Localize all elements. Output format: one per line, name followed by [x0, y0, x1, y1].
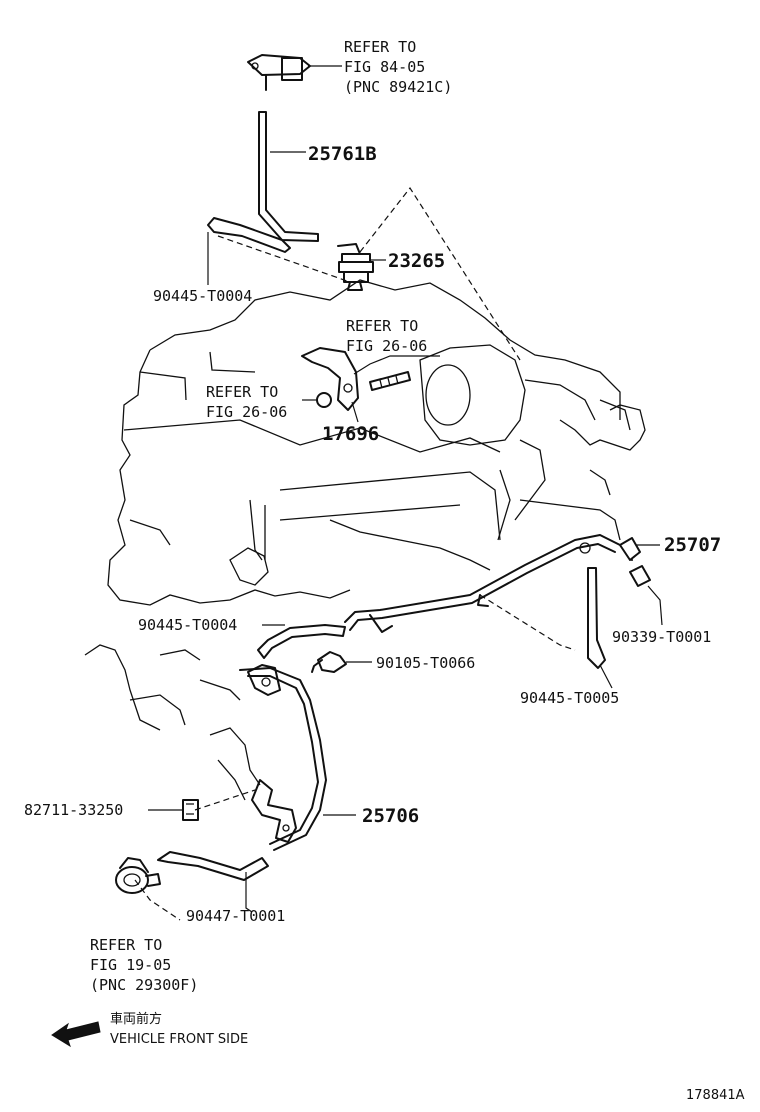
- hose-90445-t0005: [587, 567, 606, 669]
- part-90445-t0005[interactable]: 90445-T0005: [520, 689, 619, 707]
- refer-label: REFER TO: [346, 317, 418, 335]
- refer-label: REFER TO: [90, 936, 162, 954]
- direction-japanese: 車両前方: [110, 1011, 162, 1027]
- vacuum-pipe-25707-inner: [349, 543, 616, 631]
- part-90445-t0004-mid[interactable]: 90445-T0004: [138, 616, 237, 634]
- hose-90445-t0004-mid: [257, 624, 346, 659]
- vacuum-hose-25761b: [258, 111, 319, 242]
- part-90447-t0001[interactable]: 90447-T0001: [186, 907, 285, 925]
- refer-fig-label: FIG 26-06: [206, 403, 287, 421]
- part-23265[interactable]: 23265: [388, 250, 445, 272]
- part-25706[interactable]: 25706: [362, 805, 419, 827]
- hose-90339-t0001: [629, 565, 651, 587]
- vehicle-front-indicator: 車両前方 VEHICLE FRONT SIDE: [51, 1011, 248, 1048]
- refer-fig-84-05[interactable]: REFER TO FIG 84-05 (PNC 89421C): [344, 38, 452, 96]
- refer-label: REFER TO: [206, 383, 278, 401]
- hose-90445-t0004-top: [207, 217, 291, 253]
- vacuum-valve-icon: [337, 243, 374, 291]
- arrow-left-icon: [51, 1021, 101, 1048]
- stud-bolt-icon: [369, 371, 411, 391]
- nut-icon: [316, 392, 332, 408]
- refer-label: REFER TO: [344, 38, 416, 56]
- part-90339-t0001[interactable]: 90339-T0001: [612, 628, 711, 646]
- part-90105-t0066[interactable]: 90105-T0066: [376, 654, 475, 672]
- refer-fig-label: FIG 19-05: [90, 956, 171, 974]
- clamp-icon: [182, 799, 199, 821]
- refer-fig-26-06-b[interactable]: REFER TO FIG 26-06: [206, 383, 287, 421]
- figure-id: 178841A: [686, 1088, 745, 1103]
- leader-lines: [148, 65, 663, 913]
- refer-fig-26-06-a[interactable]: REFER TO FIG 26-06: [346, 317, 427, 355]
- vsv-actuator-icon: [115, 857, 161, 894]
- pressure-sensor-icon: [247, 54, 311, 91]
- pipe-stub: [477, 594, 489, 607]
- pipe-clip: [369, 614, 393, 633]
- bolt-icon: [311, 651, 347, 673]
- part-82711-33250[interactable]: 82711-33250: [24, 801, 123, 819]
- hose-90447-t0001: [157, 851, 269, 881]
- hose-end-25707: [619, 537, 641, 561]
- direction-english: VEHICLE FRONT SIDE: [110, 1032, 248, 1047]
- part-17696[interactable]: 17696: [322, 423, 379, 445]
- part-25761b[interactable]: 25761B: [308, 143, 377, 165]
- bracket-17696-icon: [301, 347, 359, 411]
- part-25707[interactable]: 25707: [664, 534, 721, 556]
- part-90445-t0004-top[interactable]: 90445-T0004: [153, 287, 252, 305]
- refer-pnc-label: (PNC 29300F): [90, 976, 198, 994]
- vacuum-pipe-25707: [344, 534, 633, 623]
- vacuum-pipe-25706: [239, 664, 327, 851]
- engine-outline: [84, 279, 646, 801]
- refer-fig-label: FIG 26-06: [346, 337, 427, 355]
- refer-fig-19-05[interactable]: REFER TO FIG 19-05 (PNC 29300F): [90, 936, 198, 994]
- refer-fig-label: FIG 84-05: [344, 58, 425, 76]
- dashed-leaders: [134, 186, 576, 921]
- refer-pnc-label: (PNC 89421C): [344, 78, 452, 96]
